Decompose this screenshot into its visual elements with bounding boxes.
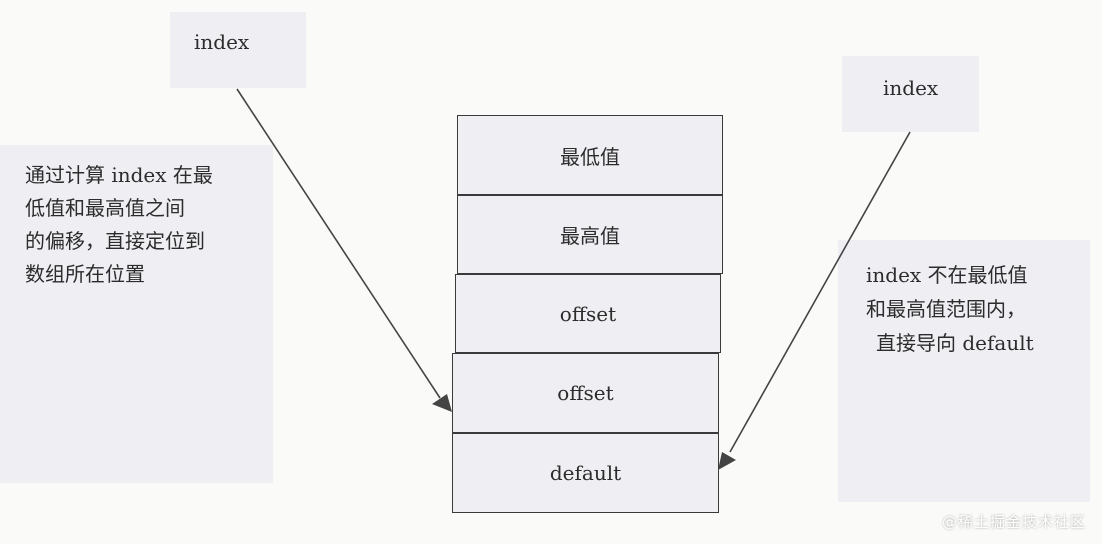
right-description-line-1: index 不在最低值 — [866, 263, 1028, 287]
watermark: @稀土掘金技术社区 — [941, 513, 1086, 531]
right-index-box: index — [842, 56, 979, 132]
table-cell-min-value: 最低值 — [457, 115, 723, 195]
table-cell-label: offset — [557, 381, 614, 405]
table-cell-max-value: 最高值 — [457, 195, 723, 274]
right-description-line-2: 和最高值范围内， — [866, 297, 1026, 321]
left-index-box: index — [170, 12, 306, 88]
left-description-line-2: 低值和最高值之间 — [25, 196, 185, 220]
right-description-line-3: 直接导向 default — [876, 331, 1034, 355]
left-description-line-1: 通过计算 index 在最 — [25, 163, 213, 187]
table-cell-offset-2: offset — [452, 353, 719, 433]
right-arrow-line — [729, 131, 911, 453]
table-cell-label: offset — [559, 301, 617, 326]
left-description-box: 通过计算 index 在最 低值和最高值之间 的偏移，直接定位到 数组所在位置 — [0, 145, 273, 483]
table-cell-label: default — [549, 461, 622, 485]
table-cell-offset-1: offset — [455, 274, 721, 353]
table-cell-default: default — [452, 433, 719, 513]
left-index-label: index — [194, 30, 250, 54]
table-cell-label: 最低值 — [560, 144, 620, 169]
right-arrow-head — [718, 452, 736, 470]
left-description-line-4: 数组所在位置 — [25, 262, 145, 286]
table-cell-label: 最高值 — [560, 224, 620, 248]
left-arrow-head — [432, 394, 452, 412]
right-description-box: index 不在最低值 和最高值范围内， 直接导向 default — [838, 240, 1090, 502]
left-description-line-3: 的偏移，直接定位到 — [25, 229, 205, 253]
left-arrow-line — [236, 88, 441, 399]
right-index-label: index — [883, 76, 939, 100]
